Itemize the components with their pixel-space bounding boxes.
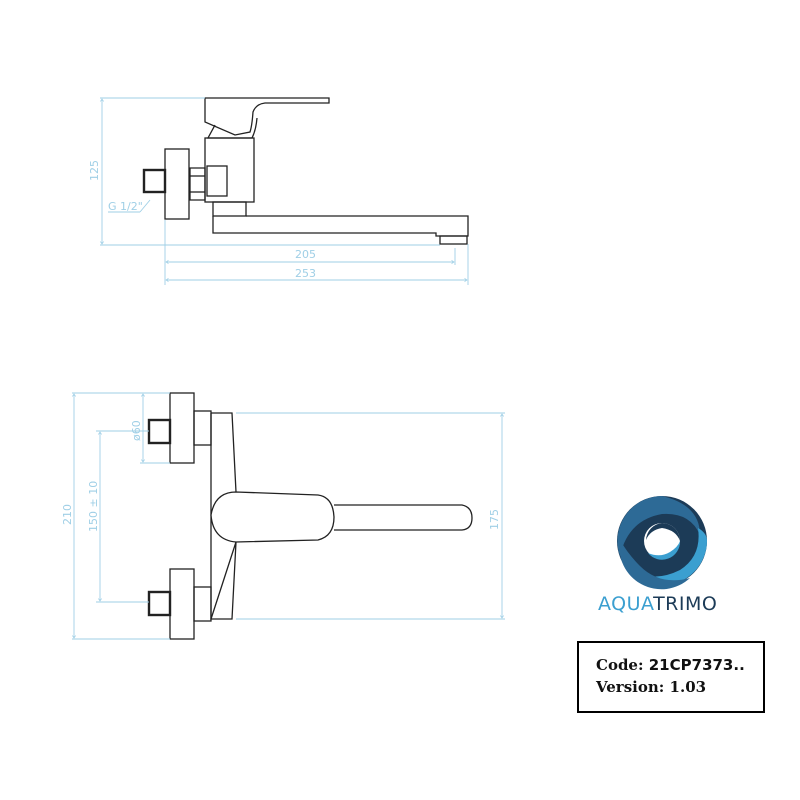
dim-length-253: 253 [295,267,316,280]
front-view [147,392,473,640]
dim-height-125: 125 [88,160,101,181]
lever-handle [204,97,330,136]
wall-flange [164,148,190,220]
brand-text-aqua: AQUA [598,593,654,615]
code-label: Code: [596,656,644,674]
front-body [210,412,237,620]
dim-thread: G 1/2" [108,200,143,213]
brand-wordmark: AQUATRIMO [598,593,717,615]
dim-height-175: 175 [488,509,501,530]
front-lever [210,491,335,543]
dim-diameter-60: ø60 [130,420,143,441]
side-view [142,97,469,245]
product-info-box: Code: 21CP7373.. Version: 1.03 [577,641,765,713]
code-value: 21CP7373.. [648,656,745,674]
version-value: 1.03 [669,678,707,696]
dim-spacing-150: 150 ± 10 [87,481,100,532]
dim-reach-205: 205 [295,248,316,261]
brand-text-trimo: TRIMO [653,593,718,615]
front-view-dimensions [72,392,505,640]
code-row: Code: 21CP7373.. [596,654,763,676]
spout [212,215,469,237]
version-label: Version: [596,678,665,696]
mixer-body [204,137,255,203]
side-view-dimensions [100,97,469,285]
aquatrimo-logo-icon [617,496,707,590]
dim-height-210: 210 [61,504,74,525]
version-row: Version: 1.03 [596,676,763,698]
